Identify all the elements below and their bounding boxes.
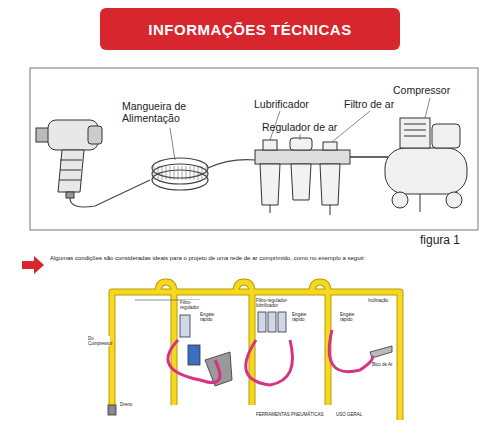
- figure-frame: [30, 68, 478, 230]
- network-label: Inclinação: [368, 298, 388, 303]
- network-label: Filtro-regulador: [180, 300, 210, 310]
- network-label: Filtro-regulador-lubrificador: [256, 298, 296, 308]
- air-network: [108, 282, 400, 420]
- network-label: FERRAMENTAS PNEUMÁTICAS: [256, 412, 323, 417]
- part-label: Compressor: [393, 84, 450, 96]
- part-label: Mangueira de Alimentação: [122, 100, 222, 124]
- leader-lines: [170, 98, 430, 160]
- network-label: Bico de Ar: [372, 362, 393, 367]
- supply-hose: [70, 158, 255, 207]
- title-banner: INFORMAÇÕES TÉCNICAS: [100, 8, 400, 50]
- network-label: Engate rápido: [292, 312, 318, 322]
- part-label: Filtro de ar: [344, 98, 394, 110]
- network-label: Dreno: [120, 402, 132, 407]
- network-label: Do Compressor: [88, 336, 110, 346]
- part-label: Regulador de ar: [262, 121, 337, 133]
- compressor: [385, 118, 467, 212]
- figure-caption: figura 1: [420, 234, 460, 248]
- note-text: Algumas condições são consideradas ideai…: [50, 255, 380, 262]
- title-text: INFORMAÇÕES TÉCNICAS: [148, 21, 351, 38]
- impact-wrench: [36, 120, 102, 198]
- network-label: Engate rápido: [340, 312, 366, 322]
- pointer-arrow: [22, 256, 44, 274]
- network-label: Engate rápido: [200, 312, 226, 322]
- network-label: USO GERAL: [336, 412, 362, 417]
- part-label: Lubrificador: [254, 98, 309, 110]
- frl-unit: [255, 138, 388, 215]
